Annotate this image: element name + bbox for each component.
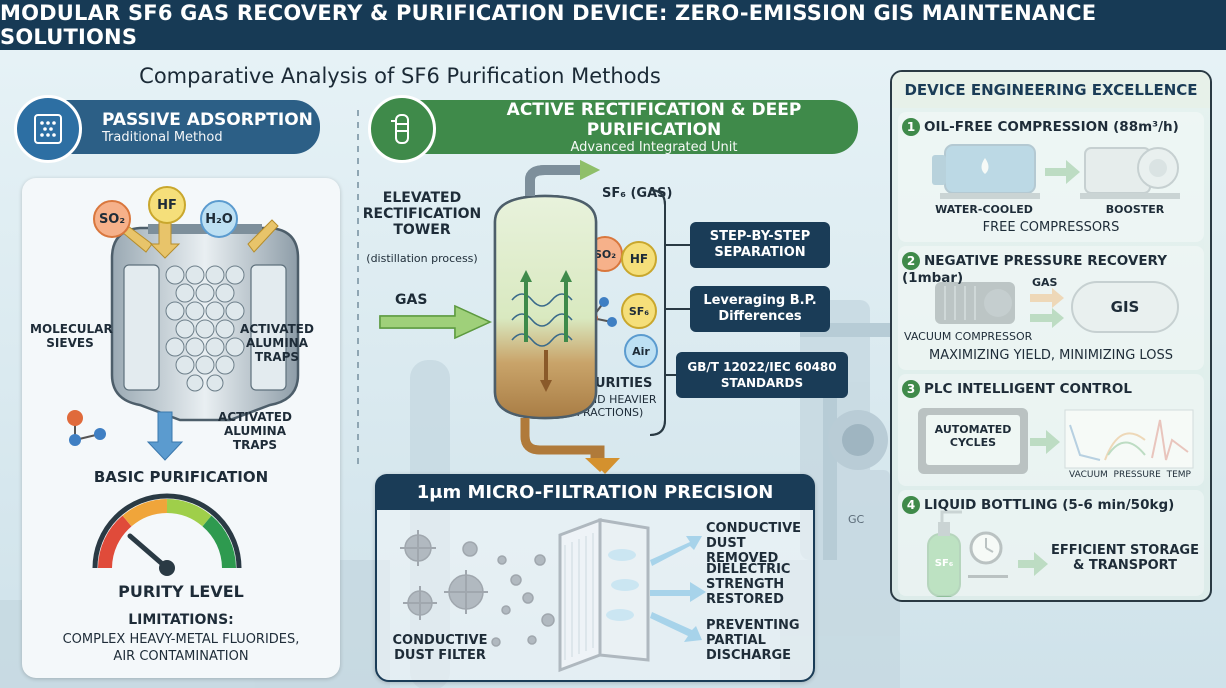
column-icon <box>368 95 436 163</box>
section-negative-pressure <box>898 246 1204 370</box>
molecule-so2: SO₂ <box>93 200 131 238</box>
section-plc-control <box>898 374 1204 486</box>
section1-right-label: BOOSTER <box>1105 203 1165 216</box>
active-subtitle: Advanced Integrated Unit <box>570 139 738 155</box>
result-dust-removed: CONDUCTIVE DUST REMOVED <box>706 521 802 566</box>
section1-caption: FREE COMPRESSORS <box>982 220 1120 235</box>
basic-purification-label: BASIC PURIFICATION <box>93 468 269 486</box>
molecule-hf-active: HF <box>621 241 657 277</box>
label-alumina-traps-bottom: ACTIVATED ALUMINA TRAPS <box>218 410 292 452</box>
background-gc-label: GC <box>848 513 865 526</box>
section2-title: NEGATIVE PRESSURE RECOVERY (1mbar) <box>902 253 1167 286</box>
section3-title: PLC INTELLIGENT CONTROL <box>924 381 1132 397</box>
result-partial-discharge: PREVENTING PARTIAL DISCHARGE <box>706 618 800 663</box>
boiling-point-box: Leveraging B.P. Differences <box>690 286 830 332</box>
section-oil-free-compression <box>898 112 1204 242</box>
section2-caption: MAXIMIZING YIELD, MINIMIZING LOSS <box>929 348 1173 363</box>
molecule-sf6-active: SF₆ <box>621 293 657 329</box>
tower-title: ELEVATED RECTIFICATION TOWER <box>362 190 482 238</box>
section3-number: 3 <box>902 380 920 398</box>
limitations-title: LIMITATIONS: <box>128 612 234 628</box>
section2-left-label: VACUUM COMPRESSOR <box>904 330 1033 343</box>
section4-number: 4 <box>902 496 920 514</box>
molecule-hf: HF <box>148 186 186 224</box>
section1-left-label: WATER-COOLED <box>935 203 1033 216</box>
impurities-title: IMPURITIES <box>567 376 653 391</box>
section2-gis-label: GIS <box>1110 298 1140 316</box>
filter-icon <box>14 95 82 163</box>
step-by-step-box: STEP-BY-STEP SEPARATION <box>690 222 830 268</box>
active-rectification-header: ACTIVE RECTIFICATION & DEEP PURIFICATION… <box>380 99 858 155</box>
impurities-subtitle: (LIQUID HEAVIER FRACTIONS) <box>563 393 657 419</box>
molecule-so2-active: SO₂ <box>587 236 623 272</box>
molecule-air-active: Air <box>624 334 658 368</box>
passive-adsorption-header: PASSIVE ADSORPTION Traditional Method <box>36 100 320 154</box>
dust-filter-label: CONDUCTIVE DUST FILTER <box>392 633 488 663</box>
label-alumina-traps-top: ACTIVATED ALUMINA TRAPS <box>240 322 314 364</box>
passive-subtitle: Traditional Method <box>102 129 223 145</box>
filtration-title: 1μm MICRO-FILTRATION PRECISION <box>375 474 815 510</box>
result-dielectric-restored: DIELECTRIC STRENGTH RESTORED <box>706 562 791 607</box>
label-molecular-sieves: MOLECULAR SIEVES <box>30 322 113 350</box>
tower-subtitle: (distillation process) <box>366 252 478 265</box>
purity-level-label: PURITY LEVEL <box>118 582 244 601</box>
engineering-title: DEVICE ENGINEERING EXCELLENCE <box>892 72 1210 108</box>
section2-number: 2 <box>902 252 920 270</box>
section4-title: LIQUID BOTTLING (5-6 min/50kg) <box>924 497 1175 513</box>
passive-title: PASSIVE ADSORPTION <box>102 109 313 130</box>
section3-screen-label: AUTOMATED CYCLES <box>934 423 1012 449</box>
engineering-panel <box>890 70 1212 602</box>
section-subtitle: Comparative Analysis of SF6 Purification… <box>139 64 661 88</box>
section2-gas-label: GAS <box>1032 276 1058 289</box>
limitations-text: COMPLEX HEAVY-METAL FLUORIDES, AIR CONTA… <box>62 632 300 664</box>
section3-graph-labels: VACUUM PRESSURE TEMP <box>1069 470 1191 480</box>
molecule-h2o: H₂O <box>200 200 238 238</box>
standards-box: GB/T 12022/IEC 60480 STANDARDS <box>676 352 848 398</box>
active-title: ACTIVE RECTIFICATION & DEEP PURIFICATION <box>506 99 802 140</box>
section4-cylinder-label: SF₆ <box>934 558 954 569</box>
section1-title: OIL-FREE COMPRESSION (88m³/h) <box>924 119 1179 135</box>
section1-number: 1 <box>902 118 920 136</box>
gas-in-label: GAS <box>395 292 428 308</box>
section-liquid-bottling <box>898 490 1204 596</box>
page-title: MODULAR SF6 GAS RECOVERY & PURIFICATION … <box>0 0 1226 50</box>
sf6-gas-label: SF₆ (GAS) <box>602 186 673 201</box>
section4-caption: EFFICIENT STORAGE & TRANSPORT <box>1051 543 1199 573</box>
